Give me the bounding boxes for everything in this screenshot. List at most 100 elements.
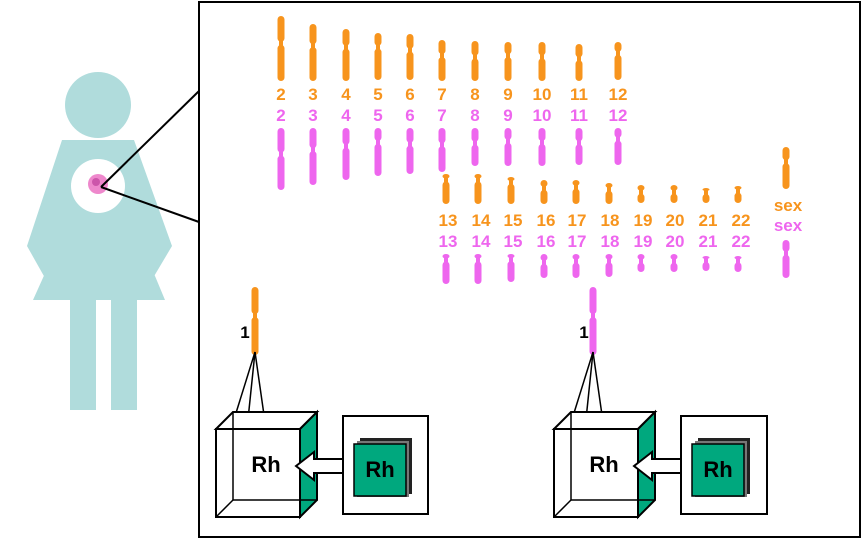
chromosome-maternal bbox=[406, 34, 414, 80]
chromosome-paternal bbox=[442, 254, 450, 284]
chr-label-maternal: 4 bbox=[341, 85, 351, 104]
row2-labels: 13 14 15 16 17 18 19 20 21 22 13 14 15 1… bbox=[439, 196, 803, 251]
chr-label-maternal: 13 bbox=[439, 211, 458, 230]
chr-label-paternal: 20 bbox=[666, 232, 685, 251]
chromosome-maternal bbox=[670, 185, 678, 203]
gene-locus-left: Rh Rh bbox=[213, 351, 429, 520]
chr-label-maternal: 8 bbox=[470, 85, 479, 104]
chromosome-maternal bbox=[374, 33, 382, 80]
chr-label-maternal: 3 bbox=[308, 85, 317, 104]
chr-label-maternal: 2 bbox=[276, 85, 285, 104]
chromosome-paternal bbox=[572, 254, 580, 278]
chr-label-paternal: 6 bbox=[405, 106, 414, 125]
chromosome-paternal bbox=[406, 128, 414, 174]
chromosome-maternal bbox=[504, 42, 512, 81]
chr-label-paternal: 8 bbox=[470, 106, 479, 125]
chr-label-paternal: 12 bbox=[609, 106, 628, 125]
zoom-line-top bbox=[100, 90, 200, 188]
chr-label-maternal: 19 bbox=[634, 211, 653, 230]
chromosome-paternal bbox=[309, 128, 317, 185]
chromosome-maternal bbox=[442, 174, 450, 204]
zoom-line-bottom bbox=[100, 186, 200, 223]
chromosome-paternal bbox=[670, 254, 678, 272]
chromosome-sex-paternal bbox=[782, 240, 790, 278]
chromosome-paternal bbox=[734, 256, 742, 272]
chromosome-maternal bbox=[438, 40, 446, 81]
chromosome-paternal bbox=[540, 254, 548, 278]
chr-label-maternal: 10 bbox=[533, 85, 552, 104]
chr-label-maternal: 22 bbox=[732, 211, 751, 230]
chr-label-paternal: 7 bbox=[437, 106, 446, 125]
chromosome-maternal bbox=[507, 177, 515, 204]
chromosome-paternal bbox=[507, 254, 515, 282]
chromosome-maternal bbox=[538, 42, 546, 81]
chr-label-maternal: 14 bbox=[472, 211, 491, 230]
chromosome-sex-maternal bbox=[782, 147, 790, 189]
chr-label-paternal: 11 bbox=[570, 106, 588, 125]
chr-label-paternal: 10 bbox=[533, 106, 552, 125]
gene-outer-label: Rh bbox=[589, 452, 618, 477]
chromosome-maternal bbox=[702, 188, 710, 203]
gene-outer-label: Rh bbox=[251, 452, 280, 477]
chromosome-1-paternal bbox=[589, 287, 597, 355]
chr-label-paternal: 19 bbox=[634, 232, 653, 251]
chromosome-maternal bbox=[474, 174, 482, 204]
chromosome-maternal bbox=[637, 185, 645, 203]
chr-label-maternal: 15 bbox=[504, 211, 523, 230]
chromosome-maternal bbox=[614, 42, 622, 80]
chr-label-paternal: 13 bbox=[439, 232, 458, 251]
chromosome-paternal bbox=[637, 254, 645, 272]
chromosome-paternal bbox=[474, 254, 482, 284]
chr-label-maternal: 17 bbox=[568, 211, 587, 230]
chr-label-paternal: 2 bbox=[276, 106, 285, 125]
chromosome-1-maternal bbox=[251, 287, 259, 355]
chromosome-maternal bbox=[309, 24, 317, 81]
row1-labels: 2 3 4 5 6 7 8 9 10 11 12 2 3 4 5 6 7 8 9… bbox=[276, 85, 627, 125]
chromosome-maternal bbox=[540, 180, 548, 204]
chr1-maternal-label: 1 bbox=[240, 323, 249, 342]
chromosome-paternal bbox=[438, 128, 446, 172]
chr-label-maternal: 16 bbox=[537, 211, 556, 230]
chr-label-maternal: 18 bbox=[601, 211, 620, 230]
chr-label-maternal: 21 bbox=[699, 211, 718, 230]
chr-label-maternal: 11 bbox=[570, 85, 588, 104]
chromosome-set bbox=[251, 16, 790, 355]
chromosome-paternal bbox=[342, 128, 350, 180]
chr-label-paternal: 16 bbox=[537, 232, 556, 251]
chr-label-paternal: 9 bbox=[503, 106, 512, 125]
chromosome-paternal bbox=[575, 128, 583, 165]
gene-inner-label: Rh bbox=[365, 457, 394, 482]
chr-label-maternal: 7 bbox=[437, 85, 446, 104]
chromosome-paternal bbox=[605, 254, 613, 277]
chromosome-maternal bbox=[277, 16, 285, 81]
chr-label-maternal: 20 bbox=[666, 211, 685, 230]
chr1-paternal-label: 1 bbox=[579, 323, 588, 342]
chr-label-sex-paternal: sex bbox=[774, 216, 803, 235]
chr-label-paternal: 5 bbox=[373, 106, 382, 125]
chr-label-paternal: 18 bbox=[601, 232, 620, 251]
chr-label-paternal: 14 bbox=[472, 232, 491, 251]
chromosome-paternal bbox=[614, 128, 622, 165]
chr-label-maternal: 6 bbox=[405, 85, 414, 104]
chromosome-paternal bbox=[702, 256, 710, 271]
chr-label-paternal: 21 bbox=[699, 232, 718, 251]
chr-label-paternal: 3 bbox=[308, 106, 317, 125]
gene-locus-right: Rh Rh bbox=[551, 351, 768, 520]
chr-label-maternal: 5 bbox=[373, 85, 382, 104]
gene-inner-label: Rh bbox=[703, 457, 732, 482]
chr-label-maternal: 9 bbox=[503, 85, 512, 104]
chromosome-maternal bbox=[734, 186, 742, 203]
chr-label-paternal: 15 bbox=[504, 232, 523, 251]
chr-label-paternal: 4 bbox=[341, 106, 351, 125]
chromosome-maternal bbox=[575, 44, 583, 81]
chr-label-sex-maternal: sex bbox=[774, 196, 803, 215]
chr-label-maternal: 12 bbox=[609, 85, 628, 104]
cell bbox=[71, 159, 125, 213]
chr-label-paternal: 17 bbox=[568, 232, 587, 251]
chromosome-maternal bbox=[342, 29, 350, 81]
chromosome-paternal bbox=[374, 128, 382, 176]
chromosome-maternal bbox=[572, 180, 580, 204]
chromosome-paternal bbox=[471, 128, 479, 166]
chromosome-paternal bbox=[504, 128, 512, 166]
